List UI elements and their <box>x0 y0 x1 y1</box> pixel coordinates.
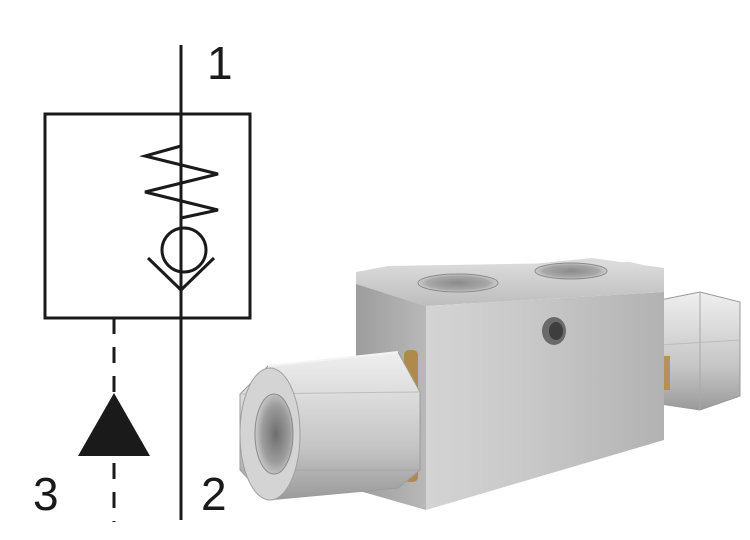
valve-photo <box>239 258 741 510</box>
check-valve-symbol <box>43 45 252 522</box>
port-label-1: 1 <box>207 37 233 89</box>
port-label-2: 2 <box>201 468 227 520</box>
ball-check-icon <box>160 226 208 274</box>
top-port-2 <box>534 262 608 280</box>
port-label-3: 3 <box>33 468 59 520</box>
block-front-face <box>426 292 664 510</box>
left-fitting <box>239 351 421 501</box>
right-fitting <box>659 291 741 411</box>
valve-housing-box <box>43 112 252 320</box>
top-port-1 <box>417 273 499 293</box>
spring-icon <box>139 144 219 220</box>
valve-seat <box>146 256 216 293</box>
fitting-bore <box>254 393 294 475</box>
pilot-arrow-icon <box>78 393 150 456</box>
